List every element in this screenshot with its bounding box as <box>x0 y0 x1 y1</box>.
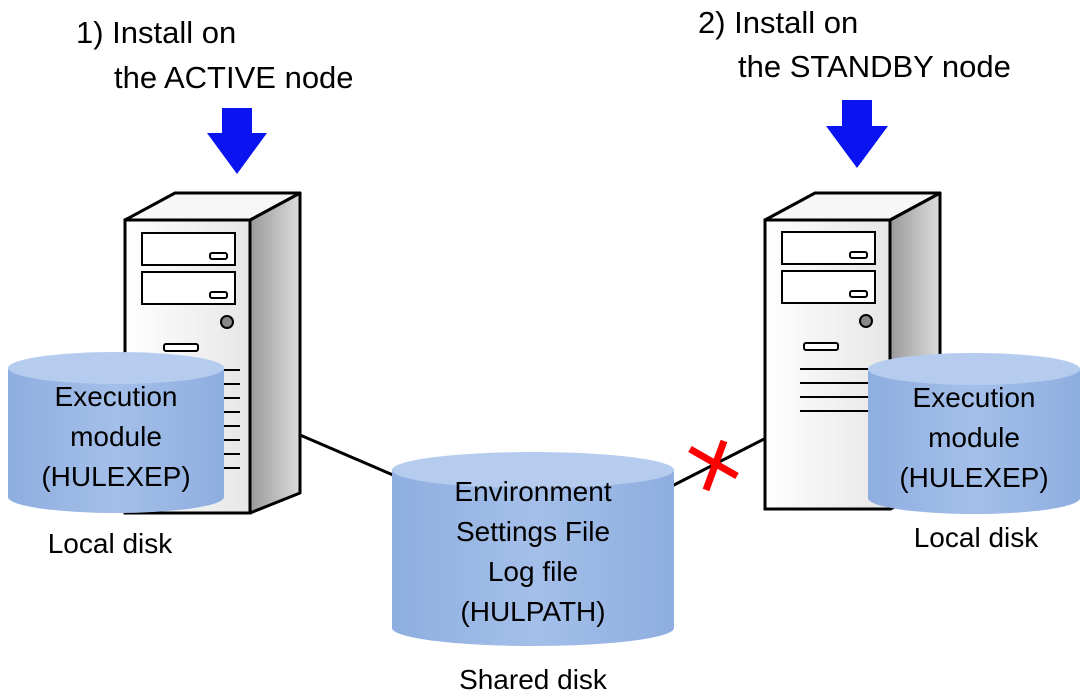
shared-to-standby-link <box>671 434 771 488</box>
standby-disk-line: (HULEXEP) <box>899 462 1049 493</box>
shared-disk-line: Settings File <box>455 516 611 547</box>
active-to-shared-link <box>299 433 401 480</box>
standby-disk-line: Execution <box>912 382 1036 413</box>
disconnect-cross-icon <box>688 439 739 492</box>
shared-disk-label: Environment Settings File Log file (HULP… <box>392 472 674 632</box>
shared-disk-line: (HULPATH) <box>460 596 606 627</box>
active-disk-line: module <box>70 421 162 452</box>
active-step-line1: 1) Install on <box>76 15 237 50</box>
active-disk-line: Execution <box>54 381 178 412</box>
standby-step-line2: the STANDBY node <box>738 49 1011 84</box>
shared-disk-line: Environment <box>454 476 612 507</box>
shared-disk-line: Log file <box>487 556 579 587</box>
standby-disk-caption: Local disk <box>913 522 1039 553</box>
active-down-arrow-icon <box>207 108 267 174</box>
active-disk-label: Execution module (HULEXEP) <box>8 377 224 497</box>
shared-disk-caption: Shared disk <box>459 664 607 695</box>
active-local-disk-icon <box>8 352 224 513</box>
standby-disk-line: module <box>928 422 1020 453</box>
active-step-line2: the ACTIVE node <box>114 60 354 95</box>
shared-disk-icon <box>392 452 674 646</box>
standby-step-line1: 2) Install on <box>698 5 859 40</box>
active-disk-line: (HULEXEP) <box>41 461 191 492</box>
standby-local-disk-icon <box>868 353 1080 514</box>
standby-down-arrow-icon <box>826 100 888 168</box>
active-disk-caption: Local disk <box>47 528 173 559</box>
standby-disk-label: Execution module (HULEXEP) <box>868 378 1080 498</box>
